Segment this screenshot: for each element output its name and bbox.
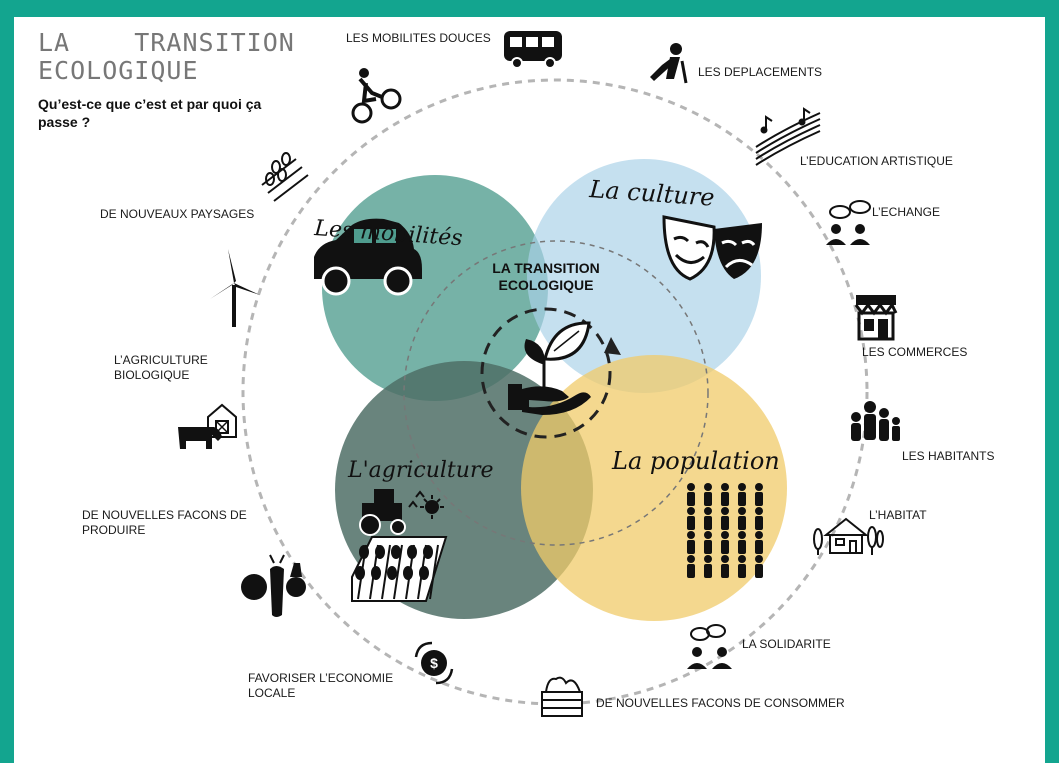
cyclist-icon: [351, 68, 402, 124]
svg-text:$: $: [430, 655, 438, 671]
theater-masks-icon: [662, 215, 762, 281]
center-cycle-ring: [480, 307, 612, 439]
page-title-line2: ECOLOGIQUE: [38, 56, 199, 85]
shop-icon: [854, 295, 898, 341]
vegetables-icon: [241, 554, 306, 617]
bus-icon: [504, 31, 562, 69]
house-trees-icon: [813, 517, 884, 555]
circle-title-agriculture: L'agriculture: [347, 458, 493, 483]
chat-people-icon: [826, 200, 871, 245]
cow-barn-icon: [178, 403, 237, 449]
label-consommer: DE NOUVELLES FACONS DE CONSOMMER: [596, 696, 845, 710]
solidarity-people-icon: [687, 624, 732, 669]
car-icon: [314, 218, 422, 296]
label-agriculture-biologique: L’AGRICULTURE BIOLOGIQUE: [114, 353, 208, 382]
label-deplacements: LES DEPLACEMENTS: [698, 65, 823, 79]
vegetable-crate-icon: [541, 676, 583, 717]
page-subtitle: Qu’est-ce que c’est et par quoi ça passe…: [38, 96, 262, 130]
diagram-canvas: $ Les mobilités: [178, 31, 900, 717]
tractor-field-icon: [351, 489, 448, 602]
family-icon: [851, 401, 900, 441]
money-cycle-icon: $: [414, 641, 454, 685]
center-label-line1: LA TRANSITION: [492, 260, 600, 276]
label-nouvelles-facons-produire: DE NOUVELLES FACONS DE PRODUIRE: [82, 508, 247, 537]
label-habitat: L’HABITAT: [869, 508, 927, 522]
label-education-artistique: L’EDUCATION ARTISTIQUE: [800, 154, 953, 168]
poster: $ Les mobilités: [14, 17, 1045, 763]
label-solidarite: LA SOLIDARITE: [742, 637, 831, 651]
plant-hand-icon: [508, 321, 591, 415]
people-crowd-icon: [687, 483, 763, 578]
wind-turbine-icon: [210, 249, 260, 327]
elderly-walker-icon: [650, 43, 688, 84]
page-title-line1: LA TRANSITION: [38, 28, 295, 57]
label-commerces: LES COMMERCES: [862, 345, 968, 359]
page-title: LA TRANSITION ECOLOGIQUE: [38, 29, 295, 85]
label-economie-locale: FAVORISER L’ECONOMIE LOCALE: [248, 671, 394, 700]
label-echange: L’ECHANGE: [872, 205, 941, 219]
inner-dashed-ring: [403, 240, 709, 546]
center-label-line2: ECOLOGIQUE: [499, 277, 594, 293]
music-notes-icon: [755, 107, 821, 166]
cycle-arrow-head: [604, 337, 621, 355]
crops-icon: [261, 152, 309, 202]
label-mobilites-douces: LES MOBILITES DOUCES: [346, 31, 491, 45]
label-habitants: LES HABITANTS: [902, 449, 995, 463]
label-nouveaux-paysages: DE NOUVEAUX PAYSAGES: [100, 207, 255, 221]
outer-ring: [241, 78, 869, 706]
circle-population: [521, 355, 787, 621]
circle-title-population: La population: [611, 447, 780, 475]
